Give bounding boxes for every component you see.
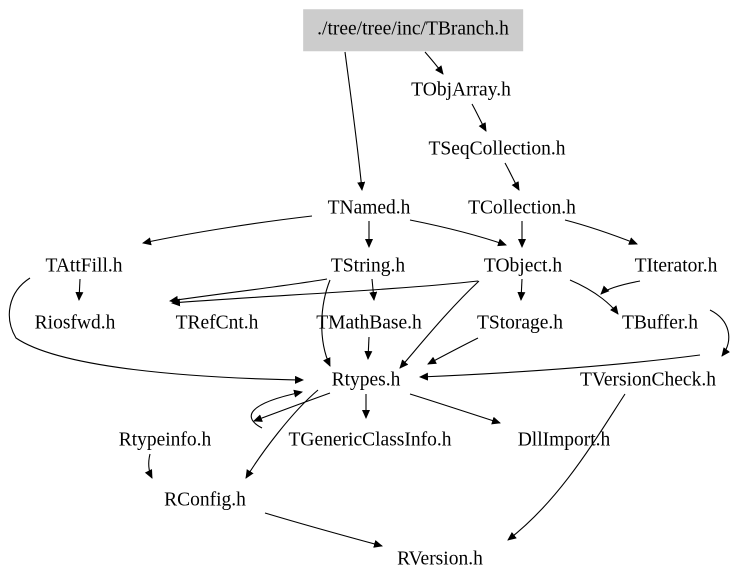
edge-tstorage-rtypes	[427, 337, 479, 365]
edge-tseqcollection-tcollection	[504, 162, 520, 191]
edge-rtypes-rconfig	[245, 389, 319, 479]
edge-tattfill-rtypes	[8, 277, 304, 384]
graph-node-tseqcollection[interactable]: TSeqCollection.h	[428, 138, 566, 160]
edge-rtypeinfo-rconfig	[144, 453, 153, 479]
edge-tnamed-tattfill	[142, 215, 313, 246]
graph-node-tobject[interactable]: TObject.h	[483, 255, 563, 277]
graph-node-tattfill[interactable]: TAttFill.h	[45, 255, 123, 277]
graph-node-titerator[interactable]: TIterator.h	[634, 255, 718, 277]
edge-tattfill-riosfwd	[75, 278, 84, 301]
graph-node-trefcnt[interactable]: TRefCnt.h	[175, 312, 259, 334]
edge-tstring-rtypes	[321, 279, 331, 367]
graph-node-tnamed[interactable]: TNamed.h	[327, 197, 411, 219]
edge-tobject-tstorage	[517, 278, 526, 301]
edge-tbranch-tobjarray	[424, 51, 444, 75]
graph-node-rversion[interactable]: RVersion.h	[397, 548, 483, 570]
edge-titerator-tbuffer	[600, 280, 641, 295]
edge-rconfig-rversion	[264, 512, 383, 548]
edge-tobject-tbuffer	[569, 279, 619, 315]
graph-node-tbranch[interactable]: ./tree/tree/inc/TBranch.h	[303, 9, 523, 51]
edge-tbuffer-tversioncheck	[709, 309, 730, 357]
edge-tmathbase-rtypes	[364, 336, 373, 360]
edge-tnamed-tobject	[409, 219, 507, 247]
graph-node-tcollection[interactable]: TCollection.h	[468, 197, 576, 219]
edge-tbuffer-rtypes	[419, 354, 701, 381]
graph-node-tgenericclassinfo[interactable]: TGenericClassInfo.h	[288, 429, 452, 451]
edge-rtypes-rtypeinfo	[253, 392, 331, 422]
edge-tstring-trefcnt	[169, 278, 328, 304]
graph-node-tstring[interactable]: TString.h	[330, 255, 406, 277]
edge-tversioncheck-rversion	[507, 393, 626, 541]
graph-node-rconfig[interactable]: RConfig.h	[164, 489, 246, 511]
edge-tobject-rtypes	[399, 280, 480, 369]
graph-node-tmathbase[interactable]: TMathBase.h	[316, 312, 422, 334]
graph-node-riosfwd[interactable]: Riosfwd.h	[34, 312, 116, 334]
edge-tcollection-titerator	[564, 219, 638, 245]
edge-tobject-trefcnt	[171, 280, 479, 307]
edge-tbranch-tnamed	[344, 51, 366, 191]
graph-node-tbuffer[interactable]: TBuffer.h	[621, 312, 699, 334]
edge-tgenericclassinfo-rtypes	[250, 389, 303, 429]
graph-node-tstorage[interactable]: TStorage.h	[476, 312, 564, 334]
graph-node-tversioncheck[interactable]: TVersionCheck.h	[580, 369, 716, 391]
edge-rtypes-dllimport	[409, 393, 501, 425]
graph-node-dllimport[interactable]: DllImport.h	[517, 429, 611, 451]
edge-tobjarray-tseqcollection	[471, 103, 487, 132]
graph-node-rtypeinfo[interactable]: Rtypeinfo.h	[118, 429, 212, 451]
graph-node-tobjarray[interactable]: TObjArray.h	[411, 79, 511, 101]
graph-node-rtypes[interactable]: Rtypes.h	[331, 369, 401, 391]
